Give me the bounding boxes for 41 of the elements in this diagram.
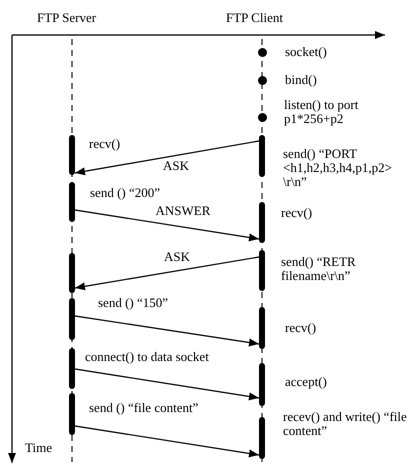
activation-bar — [259, 250, 265, 291]
edge-label: ASK — [161, 159, 192, 173]
message-arrow — [74, 425, 260, 458]
edge-label: ANSWER — [154, 204, 212, 218]
message-arrow — [74, 315, 260, 346]
activation-bar — [259, 202, 265, 243]
function-call-text: bind() — [285, 73, 317, 87]
event-dot — [258, 48, 266, 56]
activation-bar — [69, 393, 75, 435]
activation-bar — [259, 417, 265, 459]
message-arrow — [74, 140, 260, 176]
activation-bar — [69, 135, 75, 175]
event-dot — [258, 76, 266, 84]
function-call-text: socket() — [285, 45, 327, 59]
activation-bar — [69, 253, 75, 293]
activation-bar — [69, 298, 75, 340]
function-call-text: recv() — [281, 206, 312, 220]
function-call-text: send() “PORT <h1,h2,h3,h4,p1,p2> \r\n” — [283, 147, 393, 189]
function-call-text: send () “200” — [90, 186, 160, 200]
function-call-text: recev() and write() “file content” — [283, 410, 407, 438]
function-call-text: recv() — [285, 321, 316, 335]
activation-bar — [69, 182, 75, 222]
function-call-text: connect() to data socket — [85, 350, 209, 364]
activation-bar — [259, 363, 265, 406]
activation-bar — [69, 348, 75, 389]
lifeline-header: FTP Client — [226, 11, 283, 25]
function-call-text: send () “150” — [98, 296, 168, 310]
event-dot — [258, 112, 266, 122]
function-call-text: send () “file content” — [89, 401, 198, 415]
activation-bar — [259, 307, 265, 349]
lifeline-header: FTP Server — [37, 11, 96, 25]
message-arrow — [74, 256, 260, 290]
activation-bar — [259, 135, 265, 177]
axis-label: Time — [25, 441, 52, 455]
function-call-text: listen() to port p1*256+p2 — [284, 98, 360, 126]
function-call-text: send() “RETR filename\r\n” — [281, 255, 357, 283]
message-arrow — [74, 368, 260, 400]
function-call-text: recv() — [89, 137, 120, 151]
function-call-text: accept() — [285, 375, 327, 389]
edge-label: ASK — [162, 250, 192, 264]
message-arrow — [74, 209, 260, 242]
